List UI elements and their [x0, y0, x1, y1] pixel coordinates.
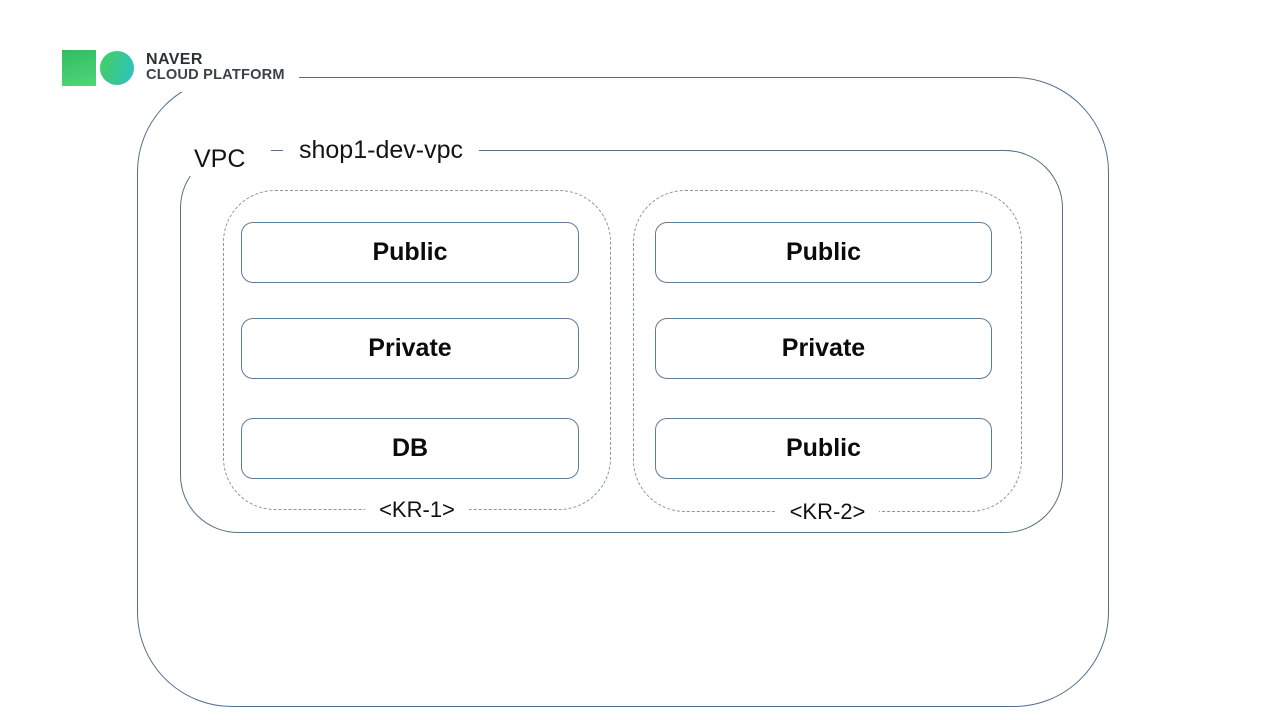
- cloud-platform-group-border: [137, 77, 1109, 707]
- subnet-box: Private: [655, 318, 992, 379]
- subnet-box: DB: [241, 418, 579, 479]
- logo-brand-subtitle: CLOUD PLATFORM: [146, 67, 285, 83]
- logo-circle-icon: [100, 51, 134, 85]
- logo-square-icon: [62, 50, 96, 86]
- availability-zone-kr2: Public Private Public <KR-2>: [633, 190, 1022, 525]
- vpc-name-label: shop1-dev-vpc: [283, 134, 479, 166]
- vpc-type-label: VPC: [188, 142, 272, 176]
- logo-text: NAVER CLOUD PLATFORM: [146, 51, 285, 84]
- logo-brand-name: NAVER: [146, 51, 203, 68]
- vpc-border: [180, 150, 1063, 533]
- availability-zone-kr1: Public Private DB <KR-1>: [223, 190, 611, 523]
- naver-cloud-platform-logo: NAVER CLOUD PLATFORM: [62, 44, 299, 92]
- zone-label-kr1: <KR-1>: [365, 497, 469, 523]
- subnet-box: Public: [655, 222, 992, 283]
- subnet-box: Private: [241, 318, 579, 379]
- subnet-box: Public: [241, 222, 579, 283]
- subnet-box: Public: [655, 418, 992, 479]
- zone-label-kr2: <KR-2>: [775, 499, 880, 525]
